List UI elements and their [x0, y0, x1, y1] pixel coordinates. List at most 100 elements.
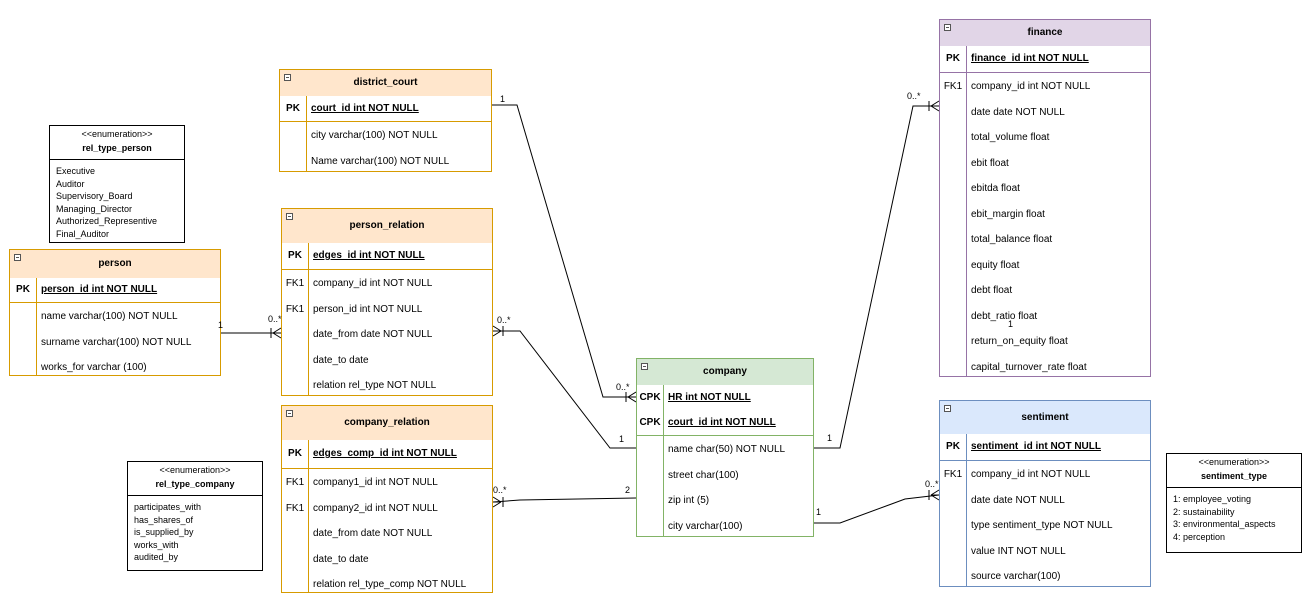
- enum-value: 2: sustainability: [1173, 506, 1235, 517]
- column-row[interactable]: city varchar(100) NOT NULL: [280, 123, 491, 149]
- enum-value: participates_with: [134, 502, 202, 512]
- column-row[interactable]: relation rel_type_comp NOT NULL: [282, 572, 492, 598]
- collapse-icon[interactable]: [286, 213, 293, 220]
- relationship-line: [493, 330, 636, 449]
- enum-divider: [128, 495, 262, 496]
- primary-key-divider: [282, 468, 492, 469]
- collapse-icon[interactable]: [944, 24, 951, 31]
- entity-header: district_court: [280, 70, 491, 96]
- collapse-icon[interactable]: [14, 254, 21, 261]
- enum-value: has_shares_of: [134, 514, 194, 525]
- enum-value: Auditor: [56, 178, 85, 189]
- column-row[interactable]: total_balance float: [940, 227, 1150, 253]
- enum-values: participates_with has_shares_of is_supplie…: [134, 501, 201, 564]
- relationship-company-company_relation: [492, 496, 637, 508]
- column-row[interactable]: name char(50) NOT NULL: [637, 437, 813, 463]
- column-row[interactable]: date date NOT NULL: [940, 488, 1150, 514]
- column-definition: relation rel_type_comp NOT NULL: [313, 579, 467, 590]
- column-row[interactable]: return_on_equity float: [940, 329, 1150, 355]
- multiplicity-to: 0..*: [616, 382, 630, 392]
- enum-divider: [50, 159, 184, 160]
- column-row[interactable]: equity float: [940, 253, 1150, 279]
- entity-header: person: [10, 250, 220, 278]
- column-definition: company1_id int NOT NULL: [313, 477, 438, 488]
- column-row[interactable]: total_volume float: [940, 125, 1150, 151]
- collapse-icon[interactable]: [944, 405, 951, 412]
- crows-foot-many-marker: [930, 489, 940, 501]
- entity-header: company: [637, 359, 813, 385]
- column-row[interactable]: type sentiment_type NOT NULL: [940, 513, 1150, 539]
- relationship-company-sentiment: [814, 489, 940, 524]
- collapse-icon[interactable]: [286, 410, 293, 417]
- column-row[interactable]: ebit float: [940, 151, 1150, 177]
- multiplicity-from: 1: [218, 320, 224, 330]
- enum-value: Supervisory_Board: [56, 191, 133, 201]
- column-row[interactable]: date date NOT NULL: [940, 100, 1150, 126]
- enum-value: is_supplied_by: [134, 527, 194, 537]
- column-row[interactable]: surname varchar(100) NOT NULL: [10, 330, 220, 356]
- column-definition: HR int NOT NULL: [668, 392, 751, 403]
- column-row[interactable]: date_to date: [282, 547, 492, 573]
- column-row[interactable]: debt float: [940, 278, 1150, 304]
- column-row[interactable]: zip int (5): [637, 488, 813, 514]
- column-row[interactable]: name varchar(100) NOT NULL: [10, 304, 220, 330]
- enum-value: 4: perception: [1173, 531, 1226, 542]
- key-label: FK1: [285, 303, 305, 315]
- collapse-icon[interactable]: [284, 74, 291, 81]
- enum-stereotype: <<enumeration>>: [81, 129, 153, 139]
- crows-foot-many-marker: [492, 325, 502, 337]
- column-row[interactable]: capital_turnover_rate float: [940, 355, 1150, 381]
- column-row[interactable]: relation rel_type NOT NULL: [282, 373, 492, 399]
- multiplicity-from: 1: [619, 434, 625, 444]
- column-row[interactable]: ebitda float: [940, 176, 1150, 202]
- relationship-line: [814, 105, 939, 449]
- column-row[interactable]: Name varchar(100) NOT NULL: [280, 149, 491, 175]
- key-column-divider: [308, 243, 309, 395]
- column-row[interactable]: street char(100): [637, 463, 813, 489]
- column-definition: works_for varchar (100): [41, 362, 147, 373]
- column-row[interactable]: date_from date NOT NULL: [282, 322, 492, 348]
- column-definition: edges_comp_id int NOT NULL: [313, 448, 457, 459]
- column-definition: debt_ratio float: [971, 310, 1038, 322]
- key-column-divider: [306, 96, 307, 171]
- column-row[interactable]: works_for varchar (100): [10, 355, 220, 381]
- column-row[interactable]: city varchar(100): [637, 514, 813, 540]
- stray-multiplicity-label: 1: [1008, 319, 1014, 329]
- entity-title: finance: [1027, 27, 1063, 38]
- collapse-icon[interactable]: [641, 363, 648, 370]
- column-row[interactable]: value INT NOT NULL: [940, 539, 1150, 565]
- column-definition: sentiment_id int NOT NULL: [971, 441, 1101, 452]
- column-row[interactable]: source varchar(100): [940, 564, 1150, 590]
- column-row[interactable]: date_to date: [282, 348, 492, 374]
- column-row[interactable]: debt_ratio float: [940, 304, 1150, 330]
- column-row[interactable]: date_from date NOT NULL: [282, 521, 492, 547]
- key-label: CPK: [639, 417, 661, 428]
- column-definition: ebit float: [971, 157, 1009, 169]
- column-row[interactable]: ebit_margin float: [940, 202, 1150, 228]
